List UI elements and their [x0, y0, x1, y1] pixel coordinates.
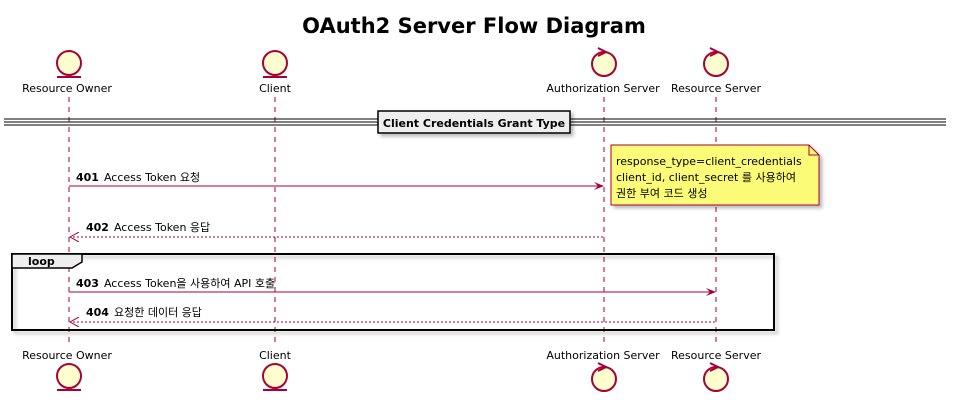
diagram-title: OAuth2 Server Flow Diagram: [302, 14, 646, 38]
message-text: Access Token 요청: [104, 171, 200, 184]
participant-label: Client: [259, 349, 292, 362]
participant-resource-owner-top: Resource Owner: [22, 50, 112, 95]
control-icon: [703, 51, 729, 77]
participant-client-bottom: Client: [259, 349, 292, 391]
message-label: 403 Access Token을 사용하여 API 호출: [76, 276, 275, 290]
control-icon-arrow: [709, 362, 721, 372]
control-icon-arrow: [709, 47, 721, 57]
message-text: Access Token 응답: [114, 221, 210, 234]
participant-label: Resource Server: [671, 349, 761, 362]
divider-label: Client Credentials Grant Type: [383, 117, 565, 130]
message-number: 403: [76, 277, 99, 290]
participant-resource-server-bottom: Resource Server: [671, 349, 761, 392]
loop-label: loop: [28, 255, 55, 268]
participant-label: Authorization Server: [546, 82, 660, 95]
control-icon-arrow: [597, 47, 609, 57]
participant-label: Resource Owner: [22, 349, 112, 362]
participant-label: Resource Server: [671, 82, 761, 95]
note-line-2: client_id, client_secret 를 사용하여: [616, 170, 796, 184]
note: response_type=client_credentials client_…: [610, 144, 820, 206]
grant-type-divider: Client Credentials Grant Type: [4, 110, 946, 134]
message-number: 402: [86, 221, 109, 234]
participant-resource-server-top: Resource Server: [671, 47, 761, 95]
participant-label: Client: [259, 82, 292, 95]
message-number: 401: [76, 171, 99, 184]
message-text: Access Token을 사용하여 API 호출: [104, 276, 275, 290]
note-line-1: response_type=client_credentials: [616, 155, 802, 168]
participant-authorization-server-bottom: Authorization Server: [546, 349, 660, 392]
participant-client-top: Client: [259, 50, 292, 95]
message-404: 404 요청한 데이터 응답: [70, 306, 715, 322]
participant-resource-owner-bottom: Resource Owner: [22, 349, 112, 391]
message-label: 401 Access Token 요청: [76, 171, 200, 184]
entity-icon: [56, 50, 82, 76]
loop-frame: loop: [11, 253, 775, 331]
message-402: 402 Access Token 응답: [70, 221, 603, 237]
control-icon: [703, 366, 729, 392]
control-icon: [591, 366, 617, 392]
message-number: 404: [86, 306, 109, 319]
message-text: 요청한 데이터 응답: [114, 306, 202, 319]
message-label: 404 요청한 데이터 응답: [86, 306, 202, 319]
lifelines: [68, 97, 717, 345]
control-icon-arrow: [597, 362, 609, 372]
entity-icon: [262, 50, 288, 76]
participant-label: Authorization Server: [546, 349, 660, 362]
participant-label: Resource Owner: [22, 82, 112, 95]
entity-icon: [262, 363, 288, 389]
message-403: 403 Access Token을 사용하여 API 호출: [69, 276, 716, 296]
participant-authorization-server-top: Authorization Server: [546, 47, 660, 95]
entity-icon: [56, 363, 82, 389]
control-icon: [591, 51, 617, 77]
message-401: 401 Access Token 요청: [69, 171, 604, 190]
note-line-3: 권한 부여 코드 생성: [616, 187, 707, 200]
message-label: 402 Access Token 응답: [86, 221, 210, 234]
